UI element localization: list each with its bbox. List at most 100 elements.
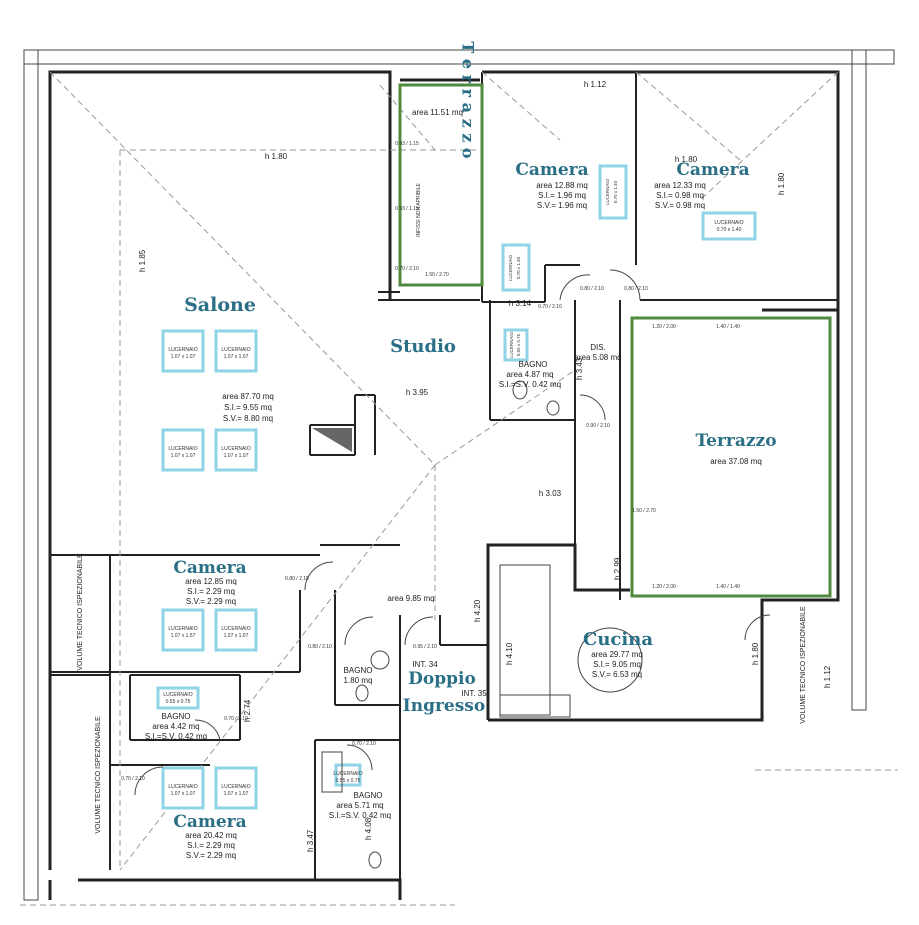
skylight-label-12: LUCERNAIO bbox=[605, 178, 610, 205]
interior-walls bbox=[50, 72, 838, 880]
studio-title: Studio bbox=[390, 336, 456, 357]
camera-top-left-si: S.I.= 1.96 mq bbox=[538, 191, 586, 200]
camera-top-right-area: area 12.33 mq bbox=[654, 181, 706, 190]
door-swing-5 bbox=[344, 616, 374, 646]
cucina-table bbox=[577, 627, 643, 693]
camera-top-height: h 1.12 bbox=[584, 80, 607, 89]
ingresso-title-1: Doppio bbox=[408, 669, 476, 689]
volume-tecnico-right: VOLUME TECNICO ISPEZIONABILE bbox=[800, 606, 807, 724]
skylight-camera-mid-1 bbox=[161, 608, 205, 652]
terrazzo-top-area: area 11.51 mq bbox=[412, 108, 463, 117]
bagno-bottom-wc bbox=[368, 851, 382, 869]
bagno-bottom-area: area 5.71 mq bbox=[336, 801, 383, 810]
dis-height: h 3.43 bbox=[575, 357, 584, 380]
outer-walls bbox=[48, 70, 840, 900]
cucina-title: Cucina bbox=[583, 629, 653, 650]
door-dim-9: 0.70 / 2.10 bbox=[121, 776, 145, 782]
window-dim-7: 1.50 / 2.70 bbox=[632, 508, 656, 514]
skylight-label-10: LUCERNAIO bbox=[163, 692, 192, 698]
door-swing-7 bbox=[134, 766, 164, 796]
skylight-label-4: LUCERNAIO bbox=[221, 446, 250, 452]
bagno-center-area: area 4.87 mq bbox=[506, 370, 553, 379]
camera-mid-title: Camera bbox=[173, 558, 246, 578]
int35-label: INT. 35 bbox=[461, 689, 487, 698]
bagno-bottom-height: h 4.08 bbox=[364, 817, 373, 840]
door-dim-3: 0.70 / 2.10 bbox=[538, 304, 562, 310]
door-swing-10 bbox=[744, 614, 771, 641]
camera-top-left-sv: S.V.= 1.96 mq bbox=[537, 201, 587, 210]
camera-top-right-height2: h 1.80 bbox=[777, 172, 786, 195]
fixtures bbox=[321, 380, 643, 869]
window-dim-8: 1.20 / 2.00 bbox=[652, 584, 676, 590]
camera-bottom-si: S.I.= 2.29 mq bbox=[187, 841, 235, 850]
volume-tecnico-left-1: VOLUME TECNICO ISPEZIONABILE bbox=[77, 553, 84, 671]
skylight-label-2: LUCERNAIO bbox=[221, 347, 250, 353]
skylight-size-14: 0.55 x 0.75 bbox=[516, 333, 521, 356]
studio-height: h 3.95 bbox=[406, 388, 429, 397]
skylight-size-6: 1.07 x 1.07 bbox=[224, 633, 249, 639]
door-swing-8 bbox=[346, 744, 373, 771]
bagno-bottom-sisv: S.I.=S.V. 0.42 mq bbox=[329, 811, 391, 820]
skylight-size-11: 0.55 x 0.75 bbox=[336, 778, 361, 784]
skylight-label-3: LUCERNAIO bbox=[168, 446, 197, 452]
skylight-size-2: 1.07 x 1.07 bbox=[224, 354, 249, 360]
skylight-label-13: LUCERNAIO bbox=[508, 254, 513, 281]
door-dim-7: 0.95 / 2.10 bbox=[413, 644, 437, 650]
skylight-size-9: 0.70 x 1.40 bbox=[717, 227, 742, 233]
camera-bottom-sv: S.V.= 2.29 mq bbox=[186, 851, 236, 860]
infissi-label: INFISSI NON APRIBILE bbox=[416, 183, 422, 237]
terrazzo-right-frame bbox=[630, 316, 832, 598]
door-dim-6: 0.80 / 2.10 bbox=[308, 644, 332, 650]
bagno-left-sisv: S.I.=S.V. 0.42 mq bbox=[145, 732, 207, 741]
terrazzo-right-area: area 37.08 mq bbox=[710, 457, 762, 466]
skylight-size-5: 1.07 x 1.57 bbox=[171, 633, 196, 639]
camera-top-right-title: Camera bbox=[676, 160, 749, 180]
bagno-small-sink bbox=[370, 650, 390, 670]
camera-mid-sv: S.V.= 2.29 mq bbox=[186, 597, 236, 606]
skylight-camera-top-left-2 bbox=[501, 243, 531, 292]
corridor-height: h 3.03 bbox=[539, 489, 562, 498]
salone-title: Salone bbox=[184, 294, 256, 316]
cucina-si: S.I.= 9.05 mq bbox=[593, 660, 641, 669]
door-swing-6 bbox=[404, 616, 434, 646]
volume-right-height: h 1.12 bbox=[823, 665, 832, 688]
terrazzo-right-title: Terrazzo bbox=[695, 431, 776, 451]
dis-title: DIS. bbox=[590, 343, 606, 352]
bottom-property-line bbox=[20, 769, 898, 906]
salone-si: S.I.= 9.55 mq bbox=[224, 403, 272, 412]
skylight-bagno-center bbox=[503, 328, 529, 362]
window-dim-3: 0.70 / 2.10 bbox=[395, 266, 419, 272]
window-dim-9: 1.40 / 1.40 bbox=[716, 584, 740, 590]
bagno-center-wc bbox=[512, 380, 528, 400]
terrazzo-top-frame bbox=[398, 83, 484, 287]
camera-bottom-height: h 3.47 bbox=[306, 829, 315, 852]
bagno-bottom-shower bbox=[321, 751, 343, 793]
ingresso-height: h 4.20 bbox=[473, 599, 482, 622]
bagno-small-wc bbox=[355, 684, 369, 702]
skylight-camera-bottom-1 bbox=[161, 766, 205, 810]
kitchen-counter bbox=[499, 564, 571, 718]
outer-hatched-wall bbox=[23, 49, 895, 901]
dis-area: area 5.08 mq bbox=[574, 353, 621, 362]
window-dim-2: 0.93 / 1.15 bbox=[395, 206, 419, 212]
camera-bottom-area: area 20.42 mq bbox=[185, 831, 237, 840]
door-swing-3 bbox=[579, 394, 606, 421]
salone-area: area 87.70 mq bbox=[222, 392, 274, 401]
camera-mid-area: area 12.85 mq bbox=[185, 577, 237, 586]
door-dim-2: 0.80 / 2.10 bbox=[624, 286, 648, 292]
skylight-camera-top-left bbox=[598, 164, 628, 220]
salone-height: h 1.80 bbox=[265, 152, 288, 161]
skylight-label-1: LUCERNAIO bbox=[168, 347, 197, 353]
skylight-label-5: LUCERNAIO bbox=[168, 626, 197, 632]
roof-slope-lines bbox=[49, 71, 839, 871]
door-swing-9 bbox=[194, 719, 221, 741]
skylight-salone-4 bbox=[214, 428, 258, 472]
door-swing-2 bbox=[609, 269, 641, 301]
camera-top-left-area: area 12.88 mq bbox=[536, 181, 588, 190]
bagno-small-title: BAGNO bbox=[344, 666, 373, 675]
skylight-label-11: LUCERNAIO bbox=[333, 771, 362, 777]
camera-top-right-sv: S.V.= 0.98 mq bbox=[655, 201, 705, 210]
window-dim-5: 1.20 / 2.00 bbox=[652, 324, 676, 330]
window-dim-1: 0.93 / 1.15 bbox=[395, 141, 419, 147]
cucina-area: area 29.77 mq bbox=[591, 650, 643, 659]
